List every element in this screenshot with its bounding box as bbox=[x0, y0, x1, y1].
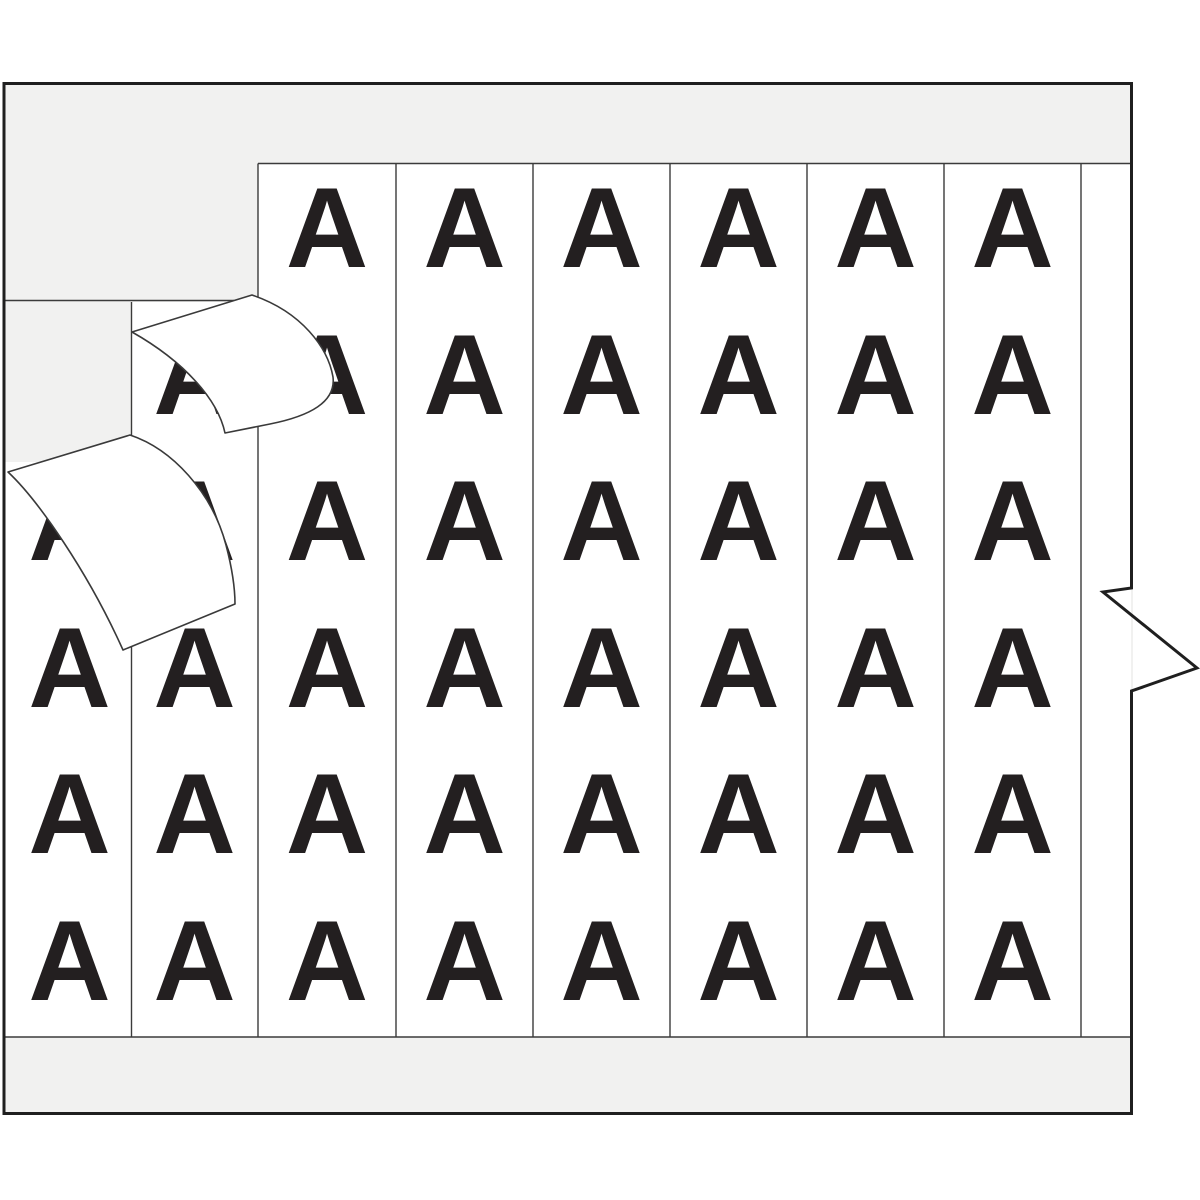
marker-letter: A bbox=[697, 311, 780, 439]
marker-letter: A bbox=[285, 604, 369, 732]
marker-letter: A bbox=[697, 458, 780, 585]
marker-letter: A bbox=[423, 751, 506, 878]
marker-letter: A bbox=[697, 897, 780, 1025]
marker-letter: A bbox=[28, 751, 111, 878]
marker-letter: A bbox=[423, 458, 506, 585]
marker-letter: A bbox=[560, 165, 643, 292]
marker-letter: A bbox=[560, 311, 643, 439]
marker-letter: A bbox=[28, 458, 111, 585]
marker-letter: A bbox=[153, 897, 236, 1025]
marker-letter: A bbox=[697, 165, 780, 292]
marker-letter: A bbox=[423, 604, 506, 732]
marker-letter: A bbox=[971, 311, 1054, 439]
marker-letter: A bbox=[560, 458, 643, 585]
marker-letter: A bbox=[834, 311, 917, 439]
marker-letter: A bbox=[834, 897, 917, 1025]
marker-letter: A bbox=[285, 311, 369, 439]
marker-letter: A bbox=[153, 751, 236, 878]
marker-letter: A bbox=[971, 897, 1054, 1025]
marker-letter: A bbox=[285, 458, 369, 585]
marker-letter: A bbox=[423, 311, 506, 439]
marker-letter: A bbox=[28, 604, 111, 732]
marker-letter: A bbox=[423, 165, 506, 292]
marker-letter: A bbox=[560, 751, 643, 878]
marker-letter: A bbox=[423, 897, 506, 1025]
marker-letter: A bbox=[971, 165, 1054, 292]
marker-letter: A bbox=[971, 751, 1054, 878]
marker-letter: A bbox=[697, 604, 780, 732]
marker-letter: A bbox=[285, 897, 369, 1025]
marker-letter: A bbox=[153, 604, 236, 732]
marker-letter: A bbox=[285, 751, 369, 878]
marker-letter: A bbox=[28, 897, 111, 1025]
marker-letter: A bbox=[153, 311, 236, 439]
marker-letter: A bbox=[971, 458, 1054, 585]
marker-letter: A bbox=[971, 604, 1054, 732]
marker-letter: A bbox=[697, 751, 780, 878]
marker-letter: A bbox=[834, 458, 917, 585]
marker-letter: A bbox=[834, 604, 917, 732]
marker-letter: A bbox=[285, 165, 369, 292]
marker-letter: A bbox=[560, 897, 643, 1025]
marker-letter: A bbox=[153, 458, 236, 585]
marker-letter: A bbox=[560, 604, 643, 732]
marker-letter: A bbox=[834, 165, 917, 292]
marker-letter: A bbox=[834, 751, 917, 878]
